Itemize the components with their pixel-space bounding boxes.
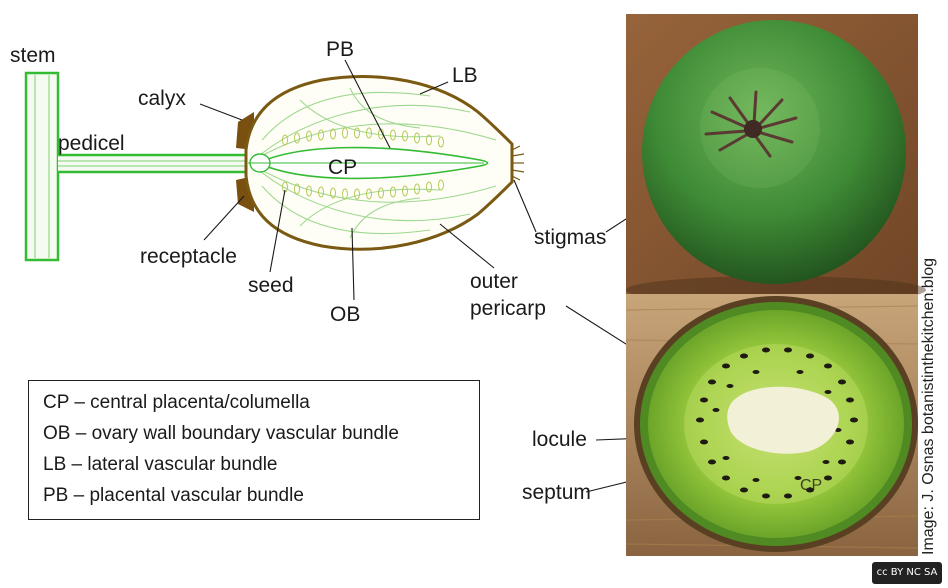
photo-label-cp: CP [800, 477, 822, 494]
pedicel-drawing [58, 155, 246, 172]
abbreviation-key: CP – central placenta/columella OB – ova… [28, 380, 480, 520]
image-credit: Image: J. Osnas botanistinthekitchen.blo… [920, 258, 938, 555]
label-receptacle: receptacle [140, 245, 237, 268]
label-calyx: calyx [138, 87, 186, 110]
label-locule: locule [532, 428, 587, 451]
central-core [727, 387, 839, 454]
label-septum: septum [522, 481, 591, 504]
key-item-pb: PB – placental vascular bundle [43, 480, 479, 511]
photo-cut-kiwi: CP [626, 294, 918, 556]
label-pedicel: pedicel [58, 132, 125, 155]
label-lb: LB [452, 64, 478, 87]
cc-license-badge: cc BY NC SA [872, 562, 942, 584]
photo-whole-kiwi [626, 14, 926, 304]
key-item-lb: LB – lateral vascular bundle [43, 449, 479, 480]
key-item-ob: OB – ovary wall boundary vascular bundle [43, 418, 479, 449]
label-cp: CP [328, 156, 357, 179]
stem-drawing [26, 73, 58, 260]
label-outer-pericarp-line2: pericarp [470, 297, 546, 320]
label-seed: seed [248, 274, 294, 297]
key-item-cp: CP – central placenta/columella [43, 387, 479, 418]
stigmas-drawing [512, 146, 524, 180]
label-outer-pericarp-line1: outer [470, 270, 518, 293]
label-stem: stem [10, 44, 56, 67]
label-ob: OB [330, 303, 360, 326]
label-stigmas: stigmas [534, 226, 606, 249]
label-pb: PB [326, 38, 354, 61]
